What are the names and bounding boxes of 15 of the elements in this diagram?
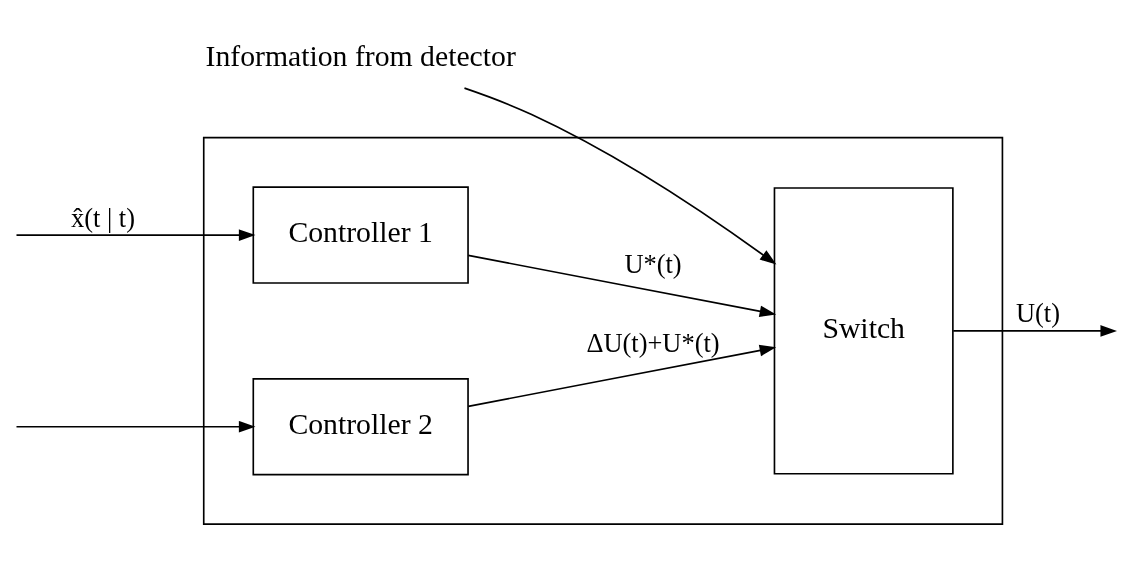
arrow: [15, 420, 256, 432]
arrow: [463, 86, 777, 265]
arrow: [467, 254, 777, 317]
edge-label: x̂(t | t): [70, 202, 135, 233]
arrow: [15, 228, 256, 241]
node-box: Controller 2: [252, 377, 469, 475]
edge-label: U*(t): [624, 248, 682, 279]
edge-label: ΔU(t)+U*(t): [586, 327, 720, 358]
node-text: Information from detector: [205, 39, 516, 72]
node-box: Controller 1: [252, 185, 469, 284]
edge-label: U(t): [1015, 297, 1060, 328]
arrow: [952, 324, 1117, 337]
cluster: [202, 136, 1004, 525]
node-box: Switch: [773, 186, 954, 475]
arrow: [467, 344, 777, 407]
